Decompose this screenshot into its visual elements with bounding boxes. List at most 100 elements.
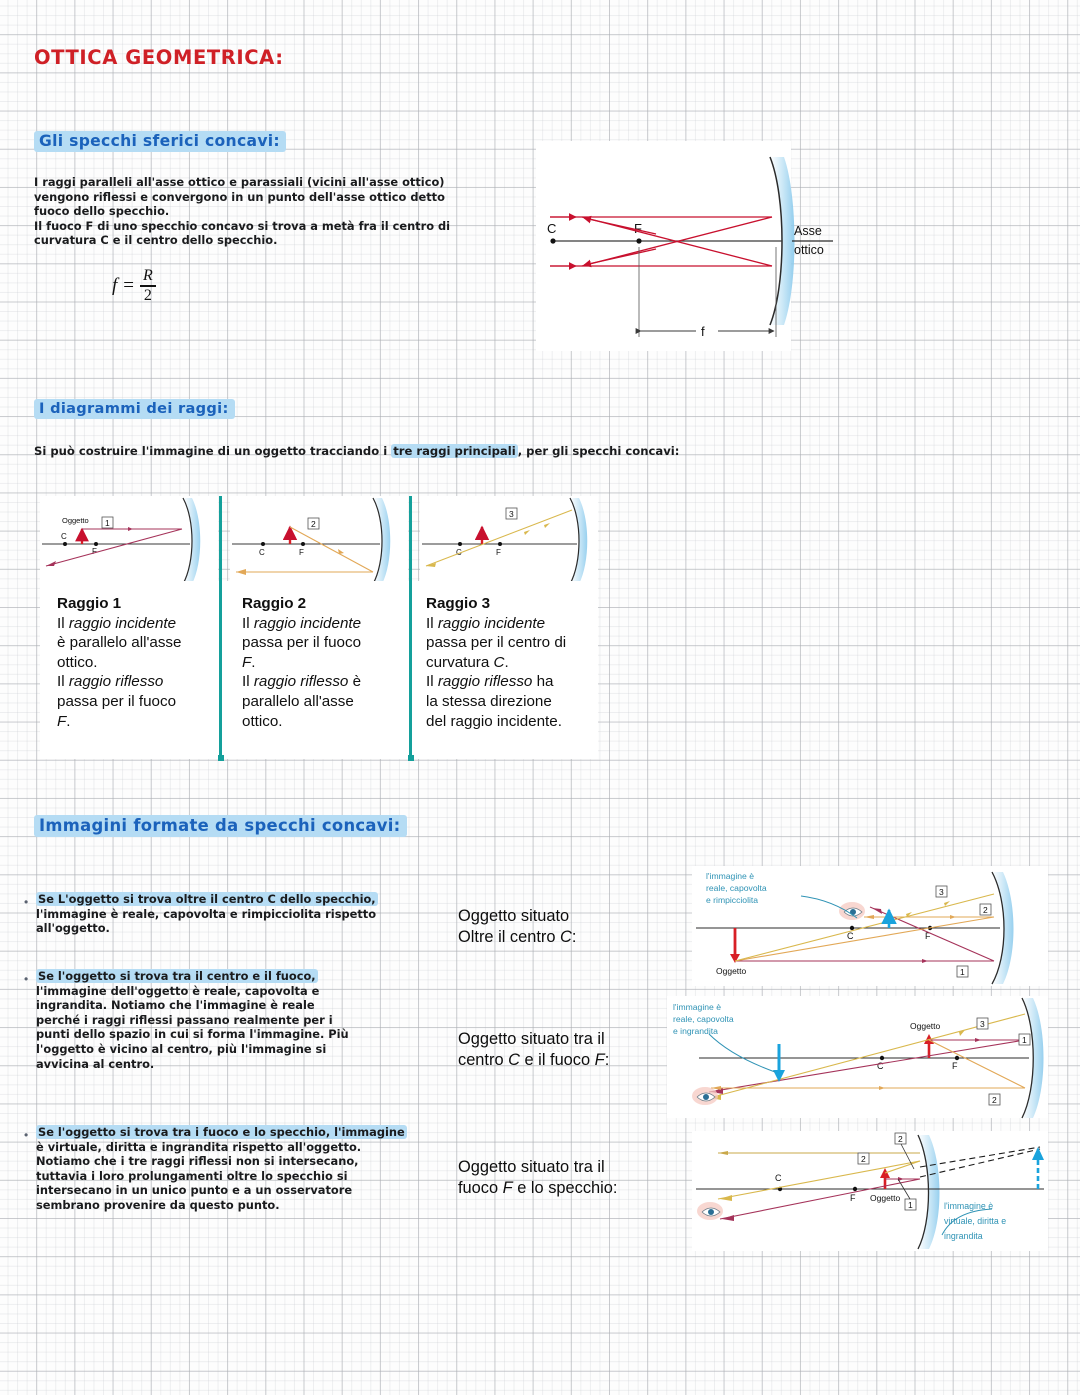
formula-denominator: 2 <box>143 286 152 304</box>
image-diagram-3: C F Oggetto l'immagine è virtuale, dirit… <box>696 1132 1044 1250</box>
case-label-2: Oggetto situato tra il centro C e il fuo… <box>458 1029 609 1071</box>
focal-length-formula: f = R 2 <box>112 267 156 304</box>
image-diagram-panel-3 <box>692 1131 1048 1251</box>
formula-lhs: f <box>112 275 118 296</box>
case-line: sembrano provenire da questo punto. <box>36 1197 280 1212</box>
caption-d2-l3: e ingrandita <box>673 1026 718 1036</box>
case-highlight-1: Se L'oggetto si trova oltre il centro C … <box>36 892 378 906</box>
badge-d1-1: 1 <box>960 967 965 977</box>
caption-d3-l2: virtuale, diritta e <box>944 1216 1006 1226</box>
badge-d3-1: 1 <box>908 1200 913 1210</box>
label-C: C <box>547 221 556 236</box>
case-line: punti dello spazio in cui si forma l'imm… <box>36 1027 349 1042</box>
label-oggetto-d1: Oggetto <box>716 966 747 976</box>
case-line: è virtuale, diritta e ingrandita rispett… <box>36 1139 362 1154</box>
case-label-line: fuoco F e lo specchio: <box>458 1179 618 1197</box>
ray-diagram-1: C F Oggetto 1 <box>42 497 201 585</box>
label-F-2: F <box>299 548 304 557</box>
label-F-d2: F <box>952 1061 958 1071</box>
ray-diagram-3: C F 3 <box>422 497 588 585</box>
label-oggetto-1: Oggetto <box>62 516 89 525</box>
case-label-3: Oggetto situato tra il fuoco F e lo spec… <box>458 1157 617 1199</box>
paragraph-line: fuoco dello specchio. <box>34 204 170 219</box>
ray-diagram-2: C F 2 <box>232 497 391 585</box>
case-line: perché i raggi riflessi passano realment… <box>36 1012 333 1027</box>
ray-rule-title: Raggio 1 <box>57 595 122 612</box>
case-line: l'immagine dell'oggetto è reale, capovol… <box>36 983 320 998</box>
case-highlight-2: Se l'oggetto si trova tra il centro e il… <box>36 969 318 983</box>
page-title: OTTICA GEOMETRICA: <box>34 46 284 69</box>
paragraph-line: I raggi paralleli all'asse ottico e para… <box>34 175 445 189</box>
heading-diagrammi-dei-raggi: I diagrammi dei raggi: <box>34 399 235 419</box>
case-text-3: Se l'oggetto si trova tra i fuoco e lo s… <box>36 1125 436 1213</box>
paragraph-specchi: I raggi paralleli all'asse ottico e para… <box>34 175 504 248</box>
image-diagram-2: C F Oggetto l'immagine è reale, capovolt… <box>673 997 1044 1119</box>
badge-d3-2a: 2 <box>898 1134 903 1144</box>
paragraph-line: vengono riflessi e convergono in un punt… <box>34 189 445 204</box>
badge-d3-2b: 2 <box>861 1154 866 1164</box>
label-C-2: C <box>259 548 265 557</box>
case-label-line: Oggetto situato tra il <box>458 1030 605 1048</box>
case-line: intersecano in un unico punto e a un oss… <box>36 1183 353 1198</box>
case-line: all'oggetto. <box>36 921 110 936</box>
intro-before: Si può costruire l'immagine di un oggett… <box>34 444 392 458</box>
badge-d2-3: 3 <box>980 1019 985 1029</box>
case-line: l'immagine è reale, capovolta e rimpicci… <box>36 906 377 921</box>
case-line: ingrandita. Notiamo che l'immagine è rea… <box>36 998 315 1013</box>
bullet-marker-2: • <box>24 972 29 986</box>
label-focal-distance: f <box>701 324 705 339</box>
heading-immagini-formate: Immagini formate da specchi concavi: <box>34 815 407 837</box>
formula-equals: = <box>123 275 134 296</box>
bullet-marker-1: • <box>24 895 29 909</box>
case-label-line: centro C e il fuoco F: <box>458 1051 610 1069</box>
label-C-d1: C <box>847 931 854 941</box>
case-label-line: Oggetto situato <box>458 907 570 925</box>
label-C-d3: C <box>775 1173 782 1183</box>
case-text-1: Se L'oggetto si trova oltre il centro C … <box>36 892 426 936</box>
image-diagram-1: Oggetto C F l'immagine è reale, capovolt… <box>696 871 1014 985</box>
caption-d3-l1: l'immagine è <box>944 1201 993 1211</box>
label-F-d1: F <box>925 931 931 941</box>
heading-specchi-sferici-concavi: Gli specchi sferici concavi: <box>34 131 286 152</box>
badge-ray-2: 2 <box>311 519 316 529</box>
label-C-d2: C <box>877 1061 884 1071</box>
column-divider-2 <box>407 496 414 761</box>
badge-d1-2: 2 <box>983 905 988 915</box>
label-F-3: F <box>496 548 501 557</box>
caption-d2-l1: l'immagine è <box>673 1002 721 1012</box>
label-C-1: C <box>61 532 67 541</box>
label-C-3: C <box>456 548 462 557</box>
bullet-marker-3: • <box>24 1128 29 1142</box>
intro-after: , per gli specchi concavi: <box>517 444 680 458</box>
case-label-line: Oggetto situato tra il <box>458 1158 605 1176</box>
badge-d2-1: 1 <box>1022 1035 1027 1045</box>
label-F-d3: F <box>850 1193 856 1203</box>
figure-focus-diagram: Asse ottico C F f <box>547 156 833 339</box>
label-asse-line2: ottico <box>794 243 824 257</box>
intro-highlight: tre raggi principali <box>391 444 518 458</box>
case-label-1: Oggetto situato Oltre il centro C: <box>458 906 576 948</box>
label-F: F <box>634 221 642 236</box>
image-diagram-panel-2 <box>667 996 1048 1118</box>
ray-rule-title: Raggio 2 <box>242 595 307 612</box>
ray-rules-panel <box>40 581 598 759</box>
badge-d1-3: 3 <box>939 887 944 897</box>
caption-d3-l3: ingrandita <box>944 1231 983 1241</box>
case-label-line: Oltre il centro C: <box>458 928 577 946</box>
caption-d1-l2: reale, capovolta <box>706 883 767 893</box>
column-divider-1 <box>217 496 224 761</box>
label-asse-line1: Asse <box>794 224 822 238</box>
label-F-1: F <box>92 547 97 556</box>
case-highlight-3: Se l'oggetto si trova tra i fuoco e lo s… <box>36 1125 407 1139</box>
case-text-2: Se l'oggetto si trova tra il centro e il… <box>36 969 436 1071</box>
label-oggetto-d2: Oggetto <box>910 1021 941 1031</box>
figure-focus-panel <box>536 141 791 351</box>
badge-d2-2: 2 <box>992 1095 997 1105</box>
case-line: avvicina al centro. <box>36 1056 155 1071</box>
fraction-bar <box>140 285 156 287</box>
